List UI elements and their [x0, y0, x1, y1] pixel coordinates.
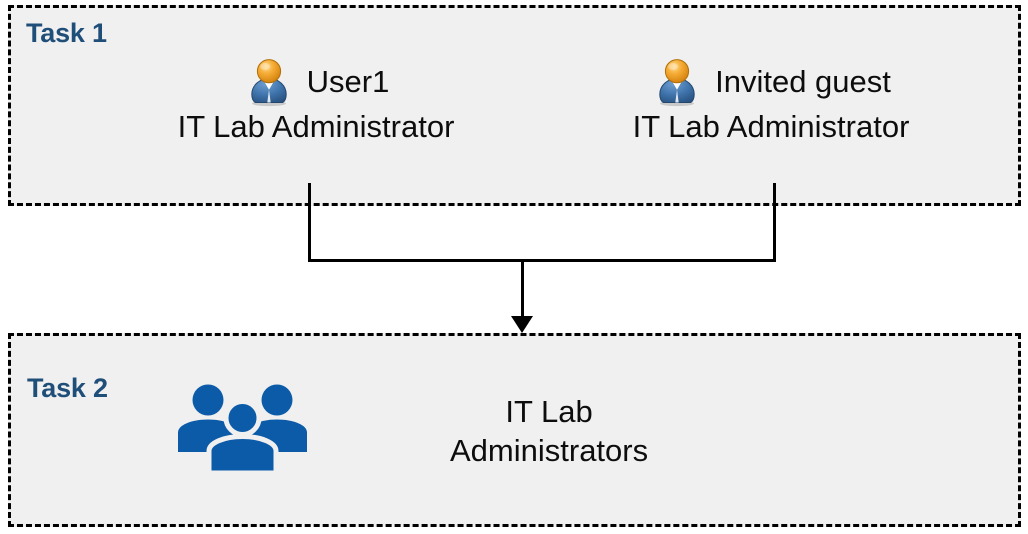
connector-arrow-shaft: [521, 259, 524, 321]
group-entry: IT Lab Administrators: [175, 380, 875, 483]
person-guest-role: IT Lab Administrator: [632, 109, 910, 144]
group-name-label: IT Lab Administrators: [450, 394, 649, 468]
connector-join-bar: [308, 259, 776, 262]
user-group-icon: [175, 380, 310, 483]
person-user1-row: User1: [130, 57, 502, 107]
task-1-label: Task 1: [26, 18, 107, 48]
task-2-container: [8, 333, 1021, 527]
connector-line-left: [308, 183, 311, 262]
person-user1-role: IT Lab Administrator: [177, 109, 455, 144]
task-1-container: [8, 5, 1021, 206]
person-entry-user1: User1 IT Lab Administrator: [130, 57, 502, 146]
task-2-label: Task 2: [27, 373, 108, 403]
person-guest-name: Invited guest: [715, 63, 891, 99]
arrow-down-icon: [511, 316, 533, 333]
person-user1-name: User1: [306, 63, 390, 99]
connector-line-right: [773, 183, 776, 262]
user-icon: [243, 57, 295, 107]
user-icon: [651, 57, 703, 107]
person-entry-invited-guest: Invited guest IT Lab Administrator: [585, 57, 957, 146]
person-guest-row: Invited guest: [585, 57, 957, 107]
